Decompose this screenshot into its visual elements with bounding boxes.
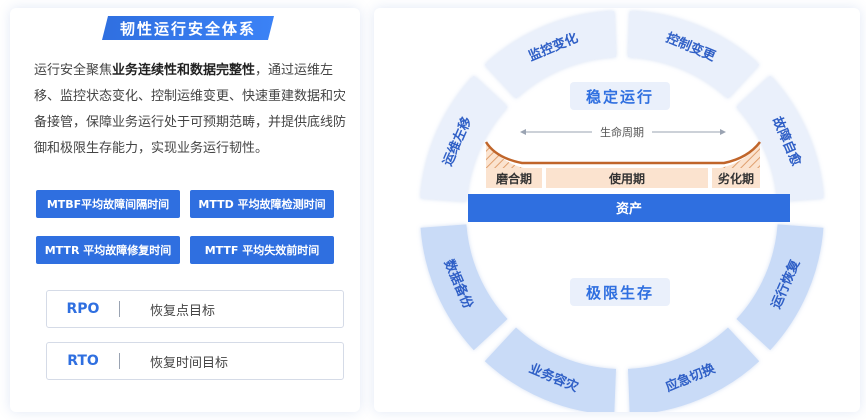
- divider: [119, 353, 120, 369]
- lifecycle-arrow: [520, 129, 726, 135]
- ring-segment-data-backup: [420, 224, 508, 351]
- metric-mttr: MTTR 平均故障修复时间: [36, 236, 180, 264]
- ring-segment-ops-shift-left: [420, 75, 508, 202]
- limit-label: 极限生存: [586, 284, 654, 302]
- lifecycle-label: 生命周期: [600, 125, 644, 139]
- rpo-value: 恢复点目标: [150, 303, 216, 319]
- phase-breakin-bg: [486, 168, 542, 188]
- rto-value: 恢复时间目标: [150, 355, 229, 371]
- ring-segment-self-heal: [736, 75, 824, 202]
- stable-badge: [570, 82, 670, 110]
- asset-bar: [468, 194, 790, 222]
- wearout-hatch: [720, 142, 760, 168]
- phase-wearout: 劣化期: [718, 171, 754, 186]
- ring: [420, 11, 824, 415]
- phase-use-bg: [546, 168, 708, 188]
- rto-key: RTO: [67, 353, 99, 369]
- description: 运行安全聚焦业务连续性和数据完整性，通过运维左移、监控状态变化、控制运维变更、快…: [34, 58, 350, 162]
- rto-row: RTO 恢复时间目标: [46, 342, 344, 380]
- ring-segment-emergency-switch: [627, 327, 760, 415]
- intro-card: 韧性运行安全体系 运行安全聚焦业务连续性和数据完整性，通过运维左移、监控状态变化…: [10, 8, 360, 412]
- ring-segment-monitor: [484, 11, 617, 99]
- metric-mttf: MTTF 平均失效前时间: [190, 236, 334, 264]
- description-body: ，通过运维左移、监控状态变化、控制运维变更、快速重建数据和灾备接管，保障业务运行…: [34, 63, 347, 156]
- breakin-hatch: [486, 142, 524, 168]
- metric-mtbf: MTBF平均故障间隔时间: [36, 190, 180, 218]
- ring-segment-change-control: [627, 11, 760, 99]
- rpo-key: RPO: [66, 301, 100, 317]
- ring-segment-disaster-recovery: [484, 327, 617, 415]
- phase-breakin: 磨合期: [495, 171, 532, 186]
- description-emphasis: 业务连续性和数据完整性: [112, 63, 256, 78]
- description-lead: 运行安全聚焦: [34, 63, 113, 78]
- stable-label: 稳定运行: [586, 88, 654, 106]
- panel-title: 韧性运行安全体系: [102, 16, 274, 40]
- rpo-row: RPO 恢复点目标: [46, 290, 344, 328]
- metric-mttd: MTTD 平均故障检测时间: [190, 190, 334, 218]
- bathtub-curve: [484, 141, 761, 165]
- phase-wearout-bg: [712, 168, 760, 188]
- resilience-ring-diagram: 运维左移监控变化控制变更故障自愈数据备份业务容灾应急切换运行恢复 稳定运行 生命…: [420, 11, 824, 415]
- limit-badge: [570, 278, 670, 306]
- ring-segment-recovery: [736, 224, 824, 351]
- divider: [119, 301, 120, 317]
- asset-label: 资产: [616, 201, 642, 217]
- resilience-diagram-card: 运维左移监控变化控制变更故障自愈数据备份业务容灾应急切换运行恢复 稳定运行 生命…: [374, 8, 860, 415]
- phase-use: 使用期: [608, 171, 645, 186]
